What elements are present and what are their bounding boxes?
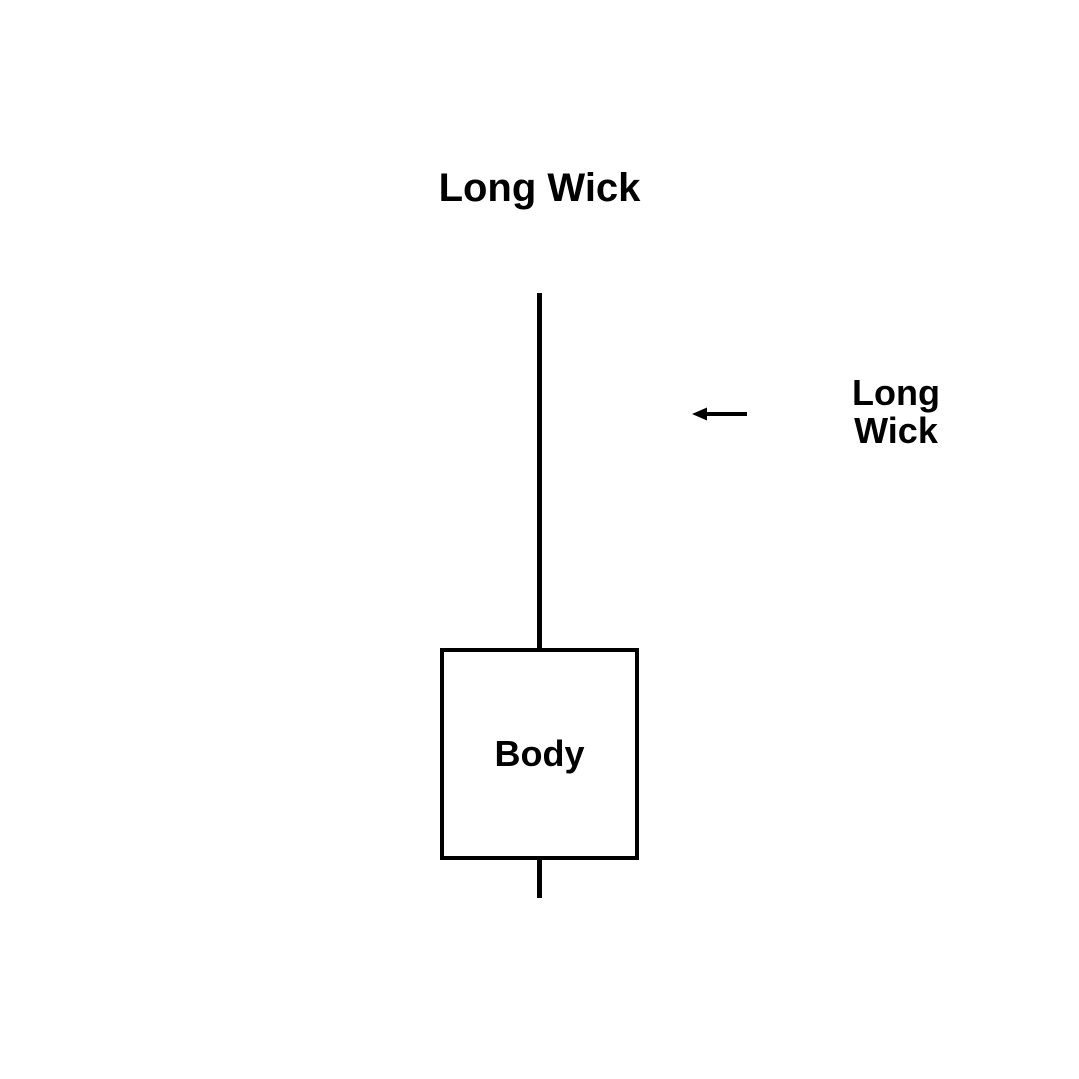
diagram-title: Long Wick (438, 166, 641, 210)
annotation-label: Long Wick (846, 374, 946, 450)
left-arrow-icon (692, 407, 747, 421)
upper-wick-line (537, 293, 542, 648)
body-label: Body (494, 733, 585, 774)
annotation-line1: Long (852, 372, 940, 413)
lower-wick-line (537, 860, 542, 898)
annotation-line2: Wick (854, 410, 938, 451)
candle-body-box: Body (440, 648, 639, 860)
